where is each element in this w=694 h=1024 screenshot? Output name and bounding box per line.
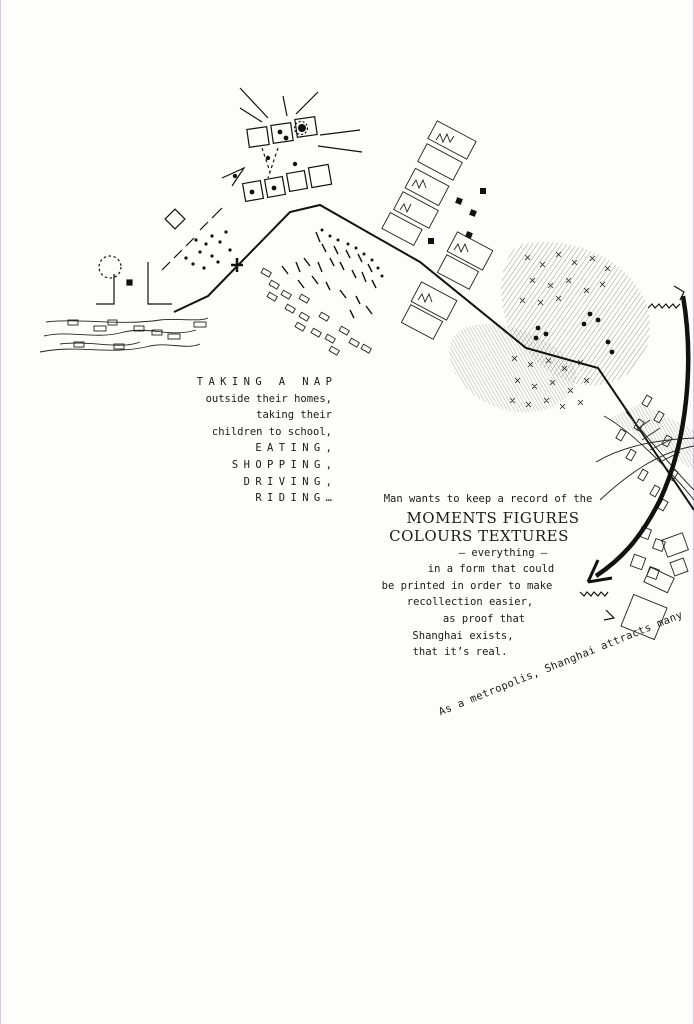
recollection-line: recollection easier, [406, 596, 534, 609]
record-text-block: Man wants to keep a record of the MOMENT… [340, 491, 610, 661]
intersection-hatch [610, 404, 694, 470]
pedestrian-field [281, 231, 377, 319]
children-school-line: children to school, [211, 425, 332, 438]
moments-figures-heading: MOMENTS FIGURES [406, 508, 580, 527]
car-field [260, 267, 372, 356]
dot-field-center [320, 228, 384, 278]
riding-line: RIDING… [255, 492, 338, 505]
outside-homes-line: outside their homes, [205, 392, 332, 405]
proof-line: as proof that [442, 612, 526, 625]
top-dots [232, 124, 306, 195]
real-line: that it’s real. [412, 646, 508, 659]
shanghai-exists-line: Shanghai exists, [412, 629, 514, 642]
dot-field-left [184, 230, 232, 270]
taking-a-nap-line: TAKING A NAP [196, 376, 338, 388]
scribble-zone-left [39, 317, 209, 353]
intro-line: Man wants to keep a record of the [383, 493, 593, 505]
dot-clusters-right [533, 311, 615, 355]
driving-line: DRIVING, [243, 475, 338, 488]
route-line [173, 203, 694, 511]
page-edge-left [0, 0, 1, 1024]
zigzag-marks [579, 285, 685, 621]
shopping-line: SHOPPING, [231, 458, 338, 471]
route-cross-marker [231, 258, 243, 272]
eating-line: EATING, [255, 442, 338, 455]
hatched-area-right [449, 242, 650, 413]
curved-arrow [586, 295, 691, 584]
building-strips [381, 120, 494, 340]
dashed-lines-left [161, 207, 223, 271]
everything-line: – everything – [458, 546, 548, 559]
colours-textures-heading: COLOURS TEXTURES [389, 526, 569, 545]
taking-their-line: taking their [256, 409, 332, 422]
activities-text-block: TAKING A NAP outside their homes, taking… [160, 374, 332, 507]
form-line: in a form that could [427, 563, 555, 576]
tree-symbol [96, 255, 172, 305]
square-markers [428, 188, 486, 244]
top-building-cluster [164, 87, 363, 230]
cross-marks [509, 251, 611, 410]
printed-line: be printed in order to make [381, 579, 553, 592]
